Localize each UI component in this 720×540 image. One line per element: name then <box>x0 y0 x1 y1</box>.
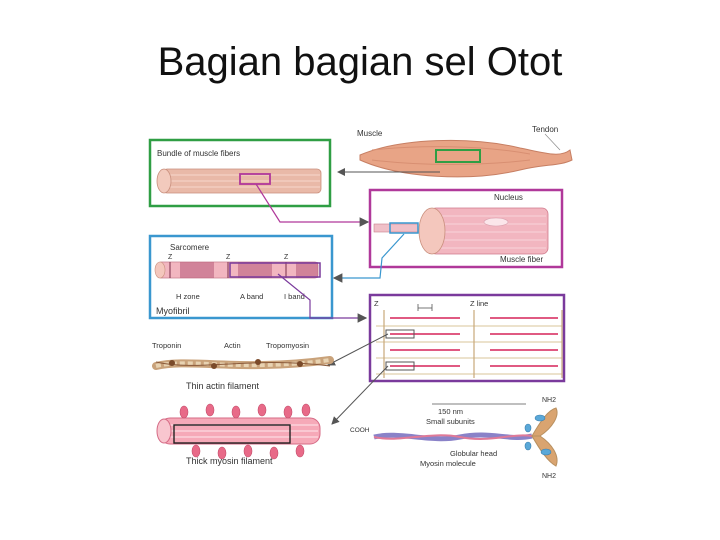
muscle-highlight-box <box>435 149 481 163</box>
myosin-molecule-label: Myosin molecule <box>420 459 476 468</box>
tropomyosin-label: Tropomyosin <box>266 341 309 350</box>
troponin-label: Troponin <box>152 341 181 350</box>
myofibril-highlight-box <box>229 262 321 278</box>
myosin-molecule-box <box>173 424 291 444</box>
z-label-3: Z <box>284 254 289 261</box>
bundle-highlight-box <box>239 173 271 185</box>
z-left-label: Z <box>374 299 379 308</box>
slide-title: Bagian bagian sel Otot <box>157 40 563 84</box>
fiber-panel: Nucleus Muscle fiber <box>368 188 564 269</box>
arrow-bundle-to-fiber <box>255 183 370 227</box>
small-subunits-label: Small subunits <box>426 417 475 426</box>
z-label-1: Z <box>168 254 173 261</box>
fiber-highlight-box <box>389 222 419 234</box>
a-band-label: A band <box>240 292 263 301</box>
z-line-label: Z line <box>470 299 488 308</box>
actin-label: Actin <box>224 341 241 350</box>
myofibril-panel: Sarcomere Z Z Z H zone A band I band Myo… <box>148 234 334 320</box>
sarcomere-label: Sarcomere <box>170 243 210 252</box>
muscle-fiber-label: Muscle fiber <box>500 255 543 264</box>
nucleus-label: Nucleus <box>494 193 523 202</box>
bundle-panel: Bundle of muscle fibers <box>148 138 332 208</box>
myofibril-label: Myofibril <box>156 306 190 316</box>
thin-filament-label: Thin actin filament <box>186 381 260 391</box>
thick-filament-box <box>385 361 415 371</box>
tendon-label: Tendon <box>532 125 558 134</box>
z-label-2: Z <box>226 254 231 261</box>
muscle-label: Muscle <box>357 129 383 138</box>
thin-filament-box <box>385 329 415 339</box>
muscle-illustration: Muscle Tendon <box>357 125 573 178</box>
arrow-to-thick-filament <box>331 365 389 425</box>
scale-label: 150 nm <box>438 407 463 416</box>
myosin-molecule-illustration: 150 nm Small subunits COOH NH2 NH2 Globu… <box>350 397 558 480</box>
nh2-bottom-label: NH2 <box>542 473 556 480</box>
arrow-fiber-to-myofibril <box>332 233 405 283</box>
thick-filament-illustration: Thick myosin filament <box>156 403 321 466</box>
thick-filament-label: Thick myosin filament <box>186 456 273 466</box>
nucleus-shape <box>483 217 509 227</box>
i-band-label: I band <box>284 292 305 301</box>
thin-filament-illustration: Troponin Actin Tropomyosin Thin actin fi… <box>152 341 334 391</box>
nh2-top-label: NH2 <box>542 397 556 404</box>
arrow-myofibril-to-sarcomere <box>277 273 368 323</box>
h-zone-label: H zone <box>176 292 200 301</box>
bundle-label: Bundle of muscle fibers <box>157 149 240 158</box>
globular-head-label: Globular head <box>450 449 497 458</box>
cooh-label: COOH <box>350 427 370 434</box>
sarcomere-panel: Z Z line <box>368 293 566 383</box>
arrow-to-thin-filament <box>327 333 389 366</box>
